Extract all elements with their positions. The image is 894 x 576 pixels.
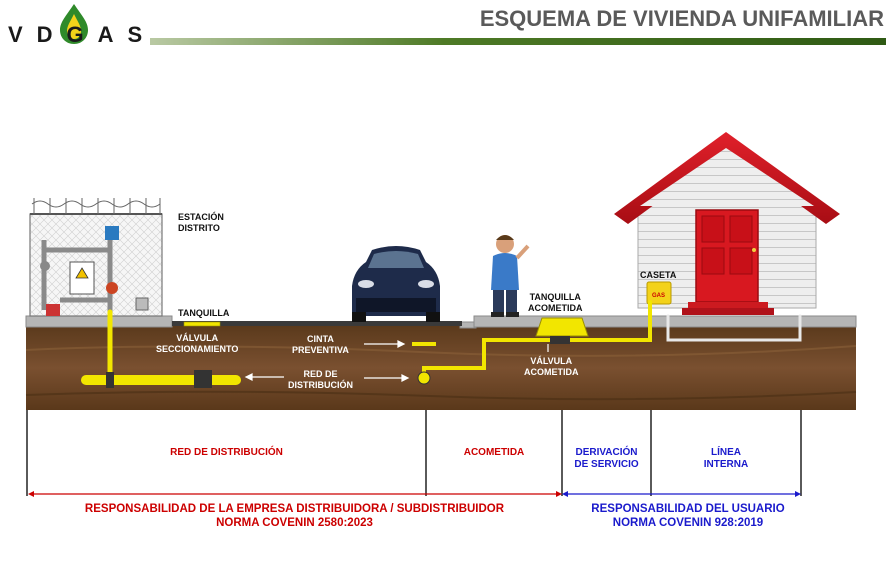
- sidewalk: [25, 315, 857, 329]
- estacion-label: ESTACIÓN DISTRITO: [178, 212, 224, 234]
- responsabilidad-empresa-line2: NORMA COVENIN 2580:2023: [216, 517, 373, 529]
- valvula-acometida-line2: ACOMETIDA: [524, 367, 579, 377]
- valvula-seccionamiento-label: VÁLVULA SECCIONAMIENTO: [156, 333, 238, 355]
- car-image: [352, 246, 440, 322]
- valvula-acometida-line1: VÁLVULA: [530, 356, 573, 366]
- section-derivacion-line1: DERIVACIÓN: [575, 447, 638, 458]
- responsabilidad-usuario-line2: NORMA COVENIN 928:2019: [612, 517, 764, 529]
- section-linea-interna-line2: INTERNA: [703, 459, 749, 470]
- cinta-preventiva-line2: PREVENTIVA: [292, 345, 349, 355]
- red-distribucion-pipe-label: RED DE DISTRIBUCIÓN: [288, 369, 353, 391]
- valvula-acometida-label: VÁLVULA ACOMETIDA: [524, 356, 579, 378]
- cinta-preventiva-label: CINTA PREVENTIVA: [292, 334, 349, 356]
- gas-box-label: GAS: [652, 293, 666, 299]
- logo-drop-icon: [60, 4, 88, 44]
- section-acometida: ACOMETIDA: [463, 447, 525, 458]
- brand-logo-text: VDGAS: [8, 22, 157, 47]
- caseta-label: CASETA: [640, 270, 677, 280]
- valvula-seccionamiento-line1: VÁLVULA: [176, 333, 219, 343]
- valve-acometida-icon: [417, 336, 570, 385]
- tanquilla-acometida-label: TANQUILLA ACOMETIDA: [528, 292, 583, 314]
- cinta-preventiva-line1: CINTA: [307, 334, 334, 344]
- tanquilla-acometida-line2: ACOMETIDA: [528, 303, 583, 313]
- responsabilidad-usuario-line1: RESPONSABILIDAD DEL USUARIO: [591, 503, 785, 515]
- section-derivacion: DERIVACIÓN DE SERVICIO: [562, 447, 651, 471]
- valve-seccionamiento-icon: [106, 370, 212, 388]
- estacion-distrito-building: [29, 198, 163, 317]
- valvula-seccionamiento-line2: SECCIONAMIENTO: [156, 344, 239, 354]
- section-linea-interna-line1: LÍNEA: [711, 447, 741, 458]
- red-distribucion-pipe-line1: RED DE: [303, 369, 338, 379]
- tanquilla-plate: [183, 321, 221, 327]
- section-red-distribucion: RED DE DISTRIBUCIÓN: [170, 447, 283, 458]
- empresa-range-arrow: [28, 491, 562, 497]
- page-title: ESQUEMA DE VIVIENDA UNIFAMILIAR: [479, 6, 884, 31]
- estacion-label-line1: ESTACIÓN: [178, 212, 224, 222]
- estacion-label-line2: DISTRITO: [178, 223, 220, 233]
- tanquilla-label: TANQUILLA: [178, 308, 230, 318]
- red-distribucion-pipe-line2: DISTRIBUCIÓN: [288, 380, 353, 390]
- responsabilidad-empresa: RESPONSABILIDAD DE LA EMPRESA DISTRIBUID…: [27, 502, 562, 530]
- responsabilidad-empresa-line1: RESPONSABILIDAD DE LA EMPRESA DISTRIBUID…: [84, 503, 505, 515]
- tanquilla-acometida-line1: TANQUILLA: [529, 292, 581, 302]
- caseta-box: [646, 281, 672, 305]
- cinta-preventiva-tape: [412, 342, 436, 346]
- responsabilidad-usuario: RESPONSABILIDAD DEL USUARIO NORMA COVENI…: [562, 502, 814, 530]
- usuario-range-arrow: [562, 491, 801, 497]
- header-divider: [150, 38, 886, 45]
- person-image: [491, 235, 530, 317]
- section-dividers: [26, 410, 802, 496]
- section-linea-interna: LÍNEA INTERNA: [651, 447, 801, 471]
- tanquilla-acometida-box: [535, 317, 589, 337]
- section-derivacion-line2: DE SERVICIO: [574, 459, 639, 470]
- label-arrows: [244, 340, 549, 382]
